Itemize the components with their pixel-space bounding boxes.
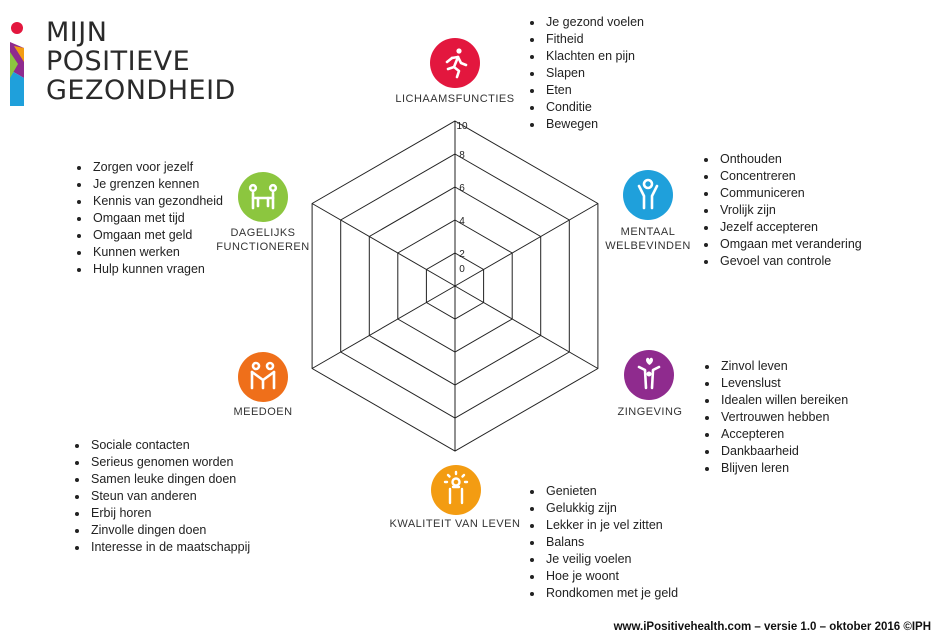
list-item: Communiceren: [702, 185, 862, 202]
list-item: Rondkomen met je geld: [528, 585, 678, 602]
list-item: Zinvol leven: [703, 358, 848, 375]
item-list-lichaamsfuncties: Je gezond voelen Fitheid Klachten en pij…: [528, 14, 644, 133]
list-item: Onthouden: [702, 151, 862, 168]
scale-tick-label: 8: [459, 150, 465, 161]
dimension-label-line: MENTAAL WELBEVINDEN: [605, 226, 691, 252]
scale-tick-label: 6: [459, 183, 465, 194]
list-item: Gevoel van controle: [702, 253, 862, 270]
list-item: Conditie: [528, 99, 644, 116]
dimension-label-line: DAGELIJKS FUNCTIONEREN: [216, 227, 310, 253]
list-item: Omgaan met tijd: [75, 210, 223, 227]
dimension-label-mentaal-welbevinden: MENTAAL WELBEVINDEN: [590, 225, 706, 253]
item-list-mentaal-welbevinden: Onthouden Concentreren Communiceren Vrol…: [702, 151, 862, 270]
scale-tick-label: 0: [459, 264, 465, 275]
scale-tick-label: 2: [459, 249, 465, 260]
people-at-table-icon: [238, 172, 288, 222]
running-person-icon: [430, 38, 480, 88]
list-item: Concentreren: [702, 168, 862, 185]
list-item: Samen leuke dingen doen: [73, 471, 250, 488]
list-item: Genieten: [528, 483, 678, 500]
person-heart-icon: [624, 350, 674, 400]
item-list-zingeving: Zinvol leven Levenslust Idealen willen b…: [703, 358, 848, 477]
scale-tick-label: 10: [456, 121, 468, 132]
logo-line-2: POSITIEVE: [46, 46, 191, 77]
list-item: Vrolijk zijn: [702, 202, 862, 219]
list-item: Balans: [528, 534, 678, 551]
list-item: Steun van anderen: [73, 488, 250, 505]
radar-spoke: [454, 285, 599, 369]
list-item: Je veilig voelen: [528, 551, 678, 568]
list-item: Eten: [528, 82, 644, 99]
list-item: Sociale contacten: [73, 437, 250, 454]
person-arms-up-icon: [623, 170, 673, 220]
list-item: Fitheid: [528, 31, 644, 48]
list-item: Levenslust: [703, 375, 848, 392]
dimension-label-meedoen: MEEDOEN: [233, 406, 293, 418]
list-item: Blijven leren: [703, 460, 848, 477]
dimension-label-lichaamsfuncties: LICHAAMSFUNCTIES: [395, 93, 515, 105]
dimension-label-zingeving: ZINGEVING: [617, 406, 683, 418]
list-item: Omgaan met verandering: [702, 236, 862, 253]
list-item: Bewegen: [528, 116, 644, 133]
logo: MIJN POSITIEVE GEZONDHEID: [10, 18, 235, 113]
list-item: Je gezond voelen: [528, 14, 644, 31]
dimension-label-dagelijks-functioneren: DAGELIJKS FUNCTIONEREN: [205, 226, 321, 254]
logo-line-3: GEZONDHEID: [46, 75, 236, 106]
list-item: Interesse in de maatschappij: [73, 539, 250, 556]
radar-spoke: [311, 203, 456, 287]
radar-spoke: [311, 285, 456, 369]
footer-credit: www.iPositivehealth.com – versie 1.0 – o…: [613, 621, 931, 633]
list-item: Accepteren: [703, 426, 848, 443]
list-item: Erbij horen: [73, 505, 250, 522]
logo-line-1: MIJN: [46, 17, 108, 48]
list-item: Gelukkig zijn: [528, 500, 678, 517]
list-item: Slapen: [528, 65, 644, 82]
list-item: Zinvolle dingen doen: [73, 522, 250, 539]
dimension-label-kwaliteit-van-leven: KWALITEIT VAN LEVEN: [389, 518, 521, 530]
item-list-dagelijks-functioneren: Zorgen voor jezelf Je grenzen kennen Ken…: [75, 159, 223, 278]
list-item: Omgaan met geld: [75, 227, 223, 244]
list-item: Hoe je woont: [528, 568, 678, 585]
list-item: Idealen willen bereiken: [703, 392, 848, 409]
list-item: Hulp kunnen vragen: [75, 261, 223, 278]
list-item: Je grenzen kennen: [75, 176, 223, 193]
people-together-icon: [238, 352, 288, 402]
radar-spoke: [454, 203, 599, 287]
person-sun-icon: [431, 465, 481, 515]
list-item: Lekker in je vel zitten: [528, 517, 678, 534]
list-item: Vertrouwen hebben: [703, 409, 848, 426]
list-item: Jezelf accepteren: [702, 219, 862, 236]
list-item: Klachten en pijn: [528, 48, 644, 65]
list-item: Zorgen voor jezelf: [75, 159, 223, 176]
scale-tick-label: 4: [459, 216, 465, 227]
list-item: Kunnen werken: [75, 244, 223, 261]
logo-wordmark: MIJN POSITIEVE GEZONDHEID: [46, 18, 236, 105]
list-item: Dankbaarheid: [703, 443, 848, 460]
item-list-kwaliteit-van-leven: Genieten Gelukkig zijn Lekker in je vel …: [528, 483, 678, 602]
item-list-meedoen: Sociale contacten Serieus genomen worden…: [73, 437, 250, 556]
list-item: Serieus genomen worden: [73, 454, 250, 471]
logo-mark-icon: [10, 22, 24, 106]
list-item: Kennis van gezondheid: [75, 193, 223, 210]
